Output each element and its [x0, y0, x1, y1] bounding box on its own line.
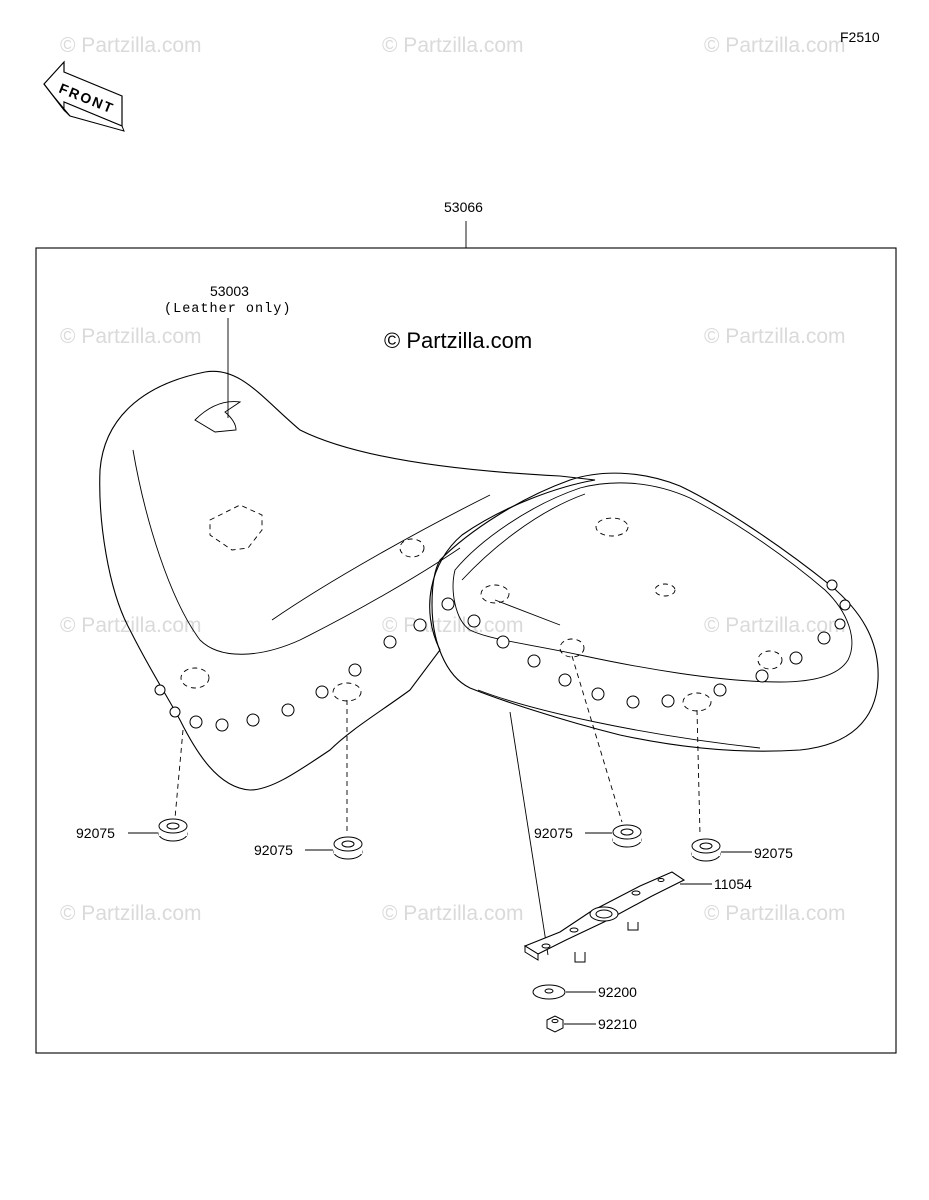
- front-arrow-icon: FRONT: [43, 60, 125, 132]
- washer-icon: [532, 984, 566, 1000]
- watermark: © Partzilla.com: [704, 902, 846, 925]
- watermark: © Partzilla.com: [704, 614, 846, 637]
- damper-icon: [158, 818, 188, 842]
- part-number-92075: 92075: [76, 825, 115, 841]
- part-number-92210: 92210: [598, 1016, 637, 1032]
- watermark-layer: © Partzilla.com © Partzilla.com © Partzi…: [60, 34, 846, 925]
- part-number-92075: 92075: [754, 845, 793, 861]
- watermark: © Partzilla.com: [382, 614, 524, 637]
- watermark-main: © Partzilla.com: [384, 328, 532, 353]
- part-number-53066: 53066: [444, 199, 483, 215]
- damper-icon: [612, 824, 642, 848]
- bracket-icon: [523, 871, 686, 963]
- watermark: © Partzilla.com: [60, 614, 202, 637]
- watermark: © Partzilla.com: [382, 34, 524, 57]
- figure-code: F2510: [840, 29, 880, 45]
- assembly-frame: [35, 247, 897, 1054]
- seat-illustration: [99, 370, 879, 956]
- part-number-53003: 53003: [210, 283, 249, 299]
- watermark: © Partzilla.com: [60, 34, 202, 57]
- cover-note: (Leather only): [164, 302, 291, 317]
- part-number-92200: 92200: [598, 984, 637, 1000]
- watermark: © Partzilla.com: [60, 902, 202, 925]
- damper-icon: [333, 836, 363, 860]
- watermark: © Partzilla.com: [382, 902, 524, 925]
- watermark: © Partzilla.com: [704, 34, 846, 57]
- part-number-11054: 11054: [714, 876, 752, 892]
- watermark: © Partzilla.com: [704, 325, 846, 348]
- watermark: © Partzilla.com: [60, 325, 202, 348]
- damper-icon: [691, 838, 721, 862]
- part-number-92075: 92075: [254, 842, 293, 858]
- nut-icon: [546, 1015, 564, 1033]
- part-number-92075: 92075: [534, 825, 573, 841]
